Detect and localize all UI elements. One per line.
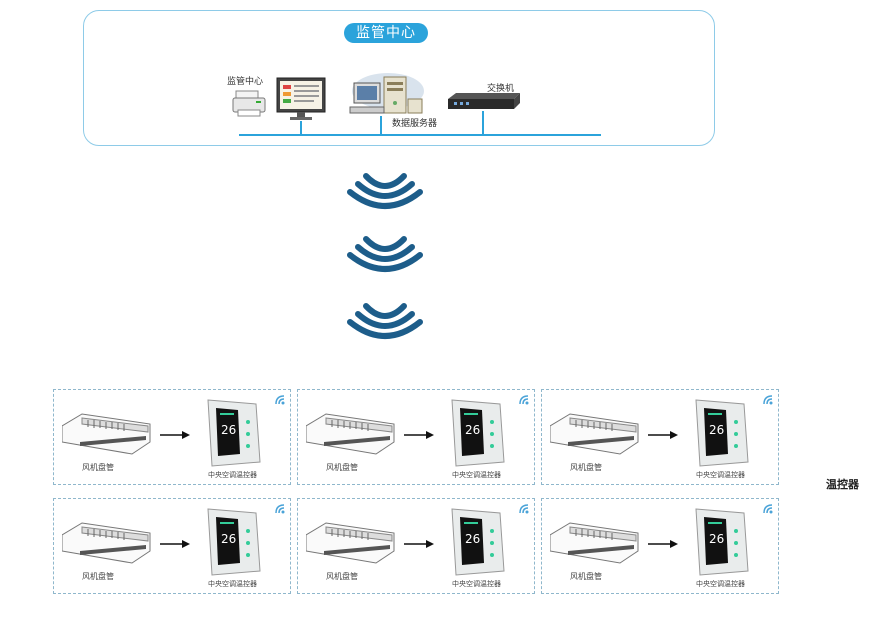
fan-coil-label: 风机盘管	[326, 463, 358, 472]
printer-icon	[232, 90, 266, 117]
fan-coil-unit-icon	[306, 522, 395, 564]
center-title: 监管中心	[344, 23, 428, 43]
controller-label: 中央空调温控器	[208, 580, 257, 588]
thermostat-icon: 26	[695, 508, 749, 576]
controller-label: 中央空调温控器	[452, 580, 501, 588]
thermostat-icon: 26	[207, 508, 261, 576]
wireless-signal-icon	[347, 173, 423, 209]
device-cell: 26 风机盘管 中央空调温控器	[541, 498, 779, 594]
svg-text:26: 26	[709, 532, 724, 546]
wireless-icon	[519, 504, 529, 514]
network-bus-line	[239, 134, 601, 136]
wireless-signal-icon	[347, 236, 423, 272]
fan-coil-label: 风机盘管	[570, 572, 602, 581]
arrow-right-icon	[648, 540, 678, 548]
wireless-icon	[275, 395, 285, 405]
drop-line-server	[380, 116, 382, 135]
svg-text:26: 26	[465, 423, 480, 437]
device-cell: 26 风机盘管 中央空调温控器	[297, 389, 535, 485]
arrow-right-icon	[160, 540, 190, 548]
fan-coil-unit-icon	[62, 413, 151, 455]
drop-line-switch	[482, 111, 484, 135]
wireless-icon	[275, 504, 285, 514]
arrow-right-icon	[404, 540, 434, 548]
side-label: 温控器	[826, 478, 859, 491]
device-cell: 26 风机盘管 中央空调温控器	[53, 498, 291, 594]
controller-label: 中央空调温控器	[208, 471, 257, 479]
wireless-icon	[763, 395, 773, 405]
fan-coil-unit-icon	[306, 413, 395, 455]
svg-text:26: 26	[709, 423, 724, 437]
svg-text:26: 26	[221, 532, 236, 546]
arrow-right-icon	[648, 431, 678, 439]
thermostat-icon: 26	[451, 399, 505, 467]
switch-label: 交换机	[487, 84, 515, 94]
controller-label: 中央空调温控器	[452, 471, 501, 479]
wireless-icon	[519, 395, 529, 405]
thermostat-icon: 26	[695, 399, 749, 467]
thermostat-icon: 26	[207, 399, 261, 467]
fan-coil-unit-icon	[550, 522, 639, 564]
monitor-label: 监管中心	[227, 77, 264, 87]
wireless-signal-icon	[347, 303, 423, 339]
monitor-icon	[276, 77, 326, 120]
controller-label: 中央空调温控器	[696, 471, 745, 479]
fan-coil-label: 风机盘管	[326, 572, 358, 581]
monitoring-center-panel: 监管中心 监管中心 数据服务器	[83, 10, 715, 146]
server-label: 数据服务器	[392, 119, 438, 129]
fan-coil-label: 风机盘管	[82, 572, 114, 581]
fan-coil-unit-icon	[62, 522, 151, 564]
device-cell: 26 风机盘管 中央空调温控器	[541, 389, 779, 485]
arrow-right-icon	[404, 431, 434, 439]
arrow-right-icon	[160, 431, 190, 439]
device-cell: 26 风机盘管 中央空调温控器	[53, 389, 291, 485]
fan-coil-label: 风机盘管	[82, 463, 114, 472]
fan-coil-label: 风机盘管	[570, 463, 602, 472]
svg-text:26: 26	[465, 532, 480, 546]
thermostat-icon: 26	[451, 508, 505, 576]
controller-label: 中央空调温控器	[696, 580, 745, 588]
fan-coil-unit-icon	[550, 413, 639, 455]
server-icon	[349, 73, 424, 114]
device-cell: 26 风机盘管 中央空调温控器	[297, 498, 535, 594]
drop-line-monitor	[300, 121, 302, 135]
wireless-icon	[763, 504, 773, 514]
svg-text:26: 26	[221, 423, 236, 437]
switch-icon	[448, 93, 520, 109]
